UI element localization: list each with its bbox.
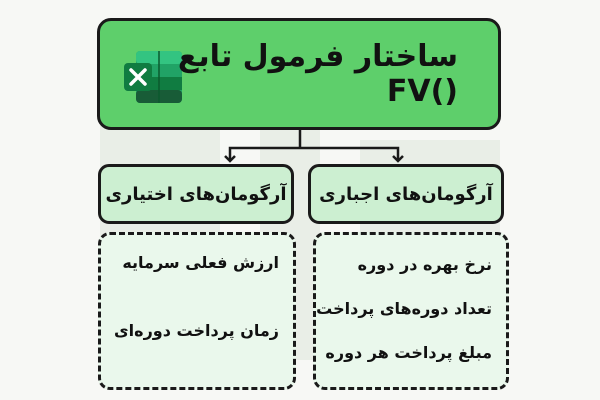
page-title: ساختار فرمول تابع ()FV <box>177 39 458 109</box>
excel-icon <box>124 51 182 103</box>
list-item: نرخ بهره در دوره <box>357 255 492 274</box>
list-item: مبلغ پرداخت هر دوره <box>325 343 492 362</box>
required-arguments-list: نرخ بهره در دوره تعداد دوره‌های پرداخت م… <box>313 232 509 390</box>
required-arguments-box: آرگومان‌های اجباری <box>308 164 504 224</box>
list-item: ارزش فعلی سرمایه <box>122 253 279 272</box>
optional-arguments-list: ارزش فعلی سرمایه زمان پرداخت دوره‌ای <box>98 232 296 390</box>
list-item: زمان پرداخت دوره‌ای <box>113 321 279 340</box>
title-box: ساختار فرمول تابع ()FV <box>97 18 501 130</box>
list-item: تعداد دوره‌های پرداخت <box>316 299 492 318</box>
optional-arguments-box: آرگومان‌های اختیاری <box>98 164 294 224</box>
